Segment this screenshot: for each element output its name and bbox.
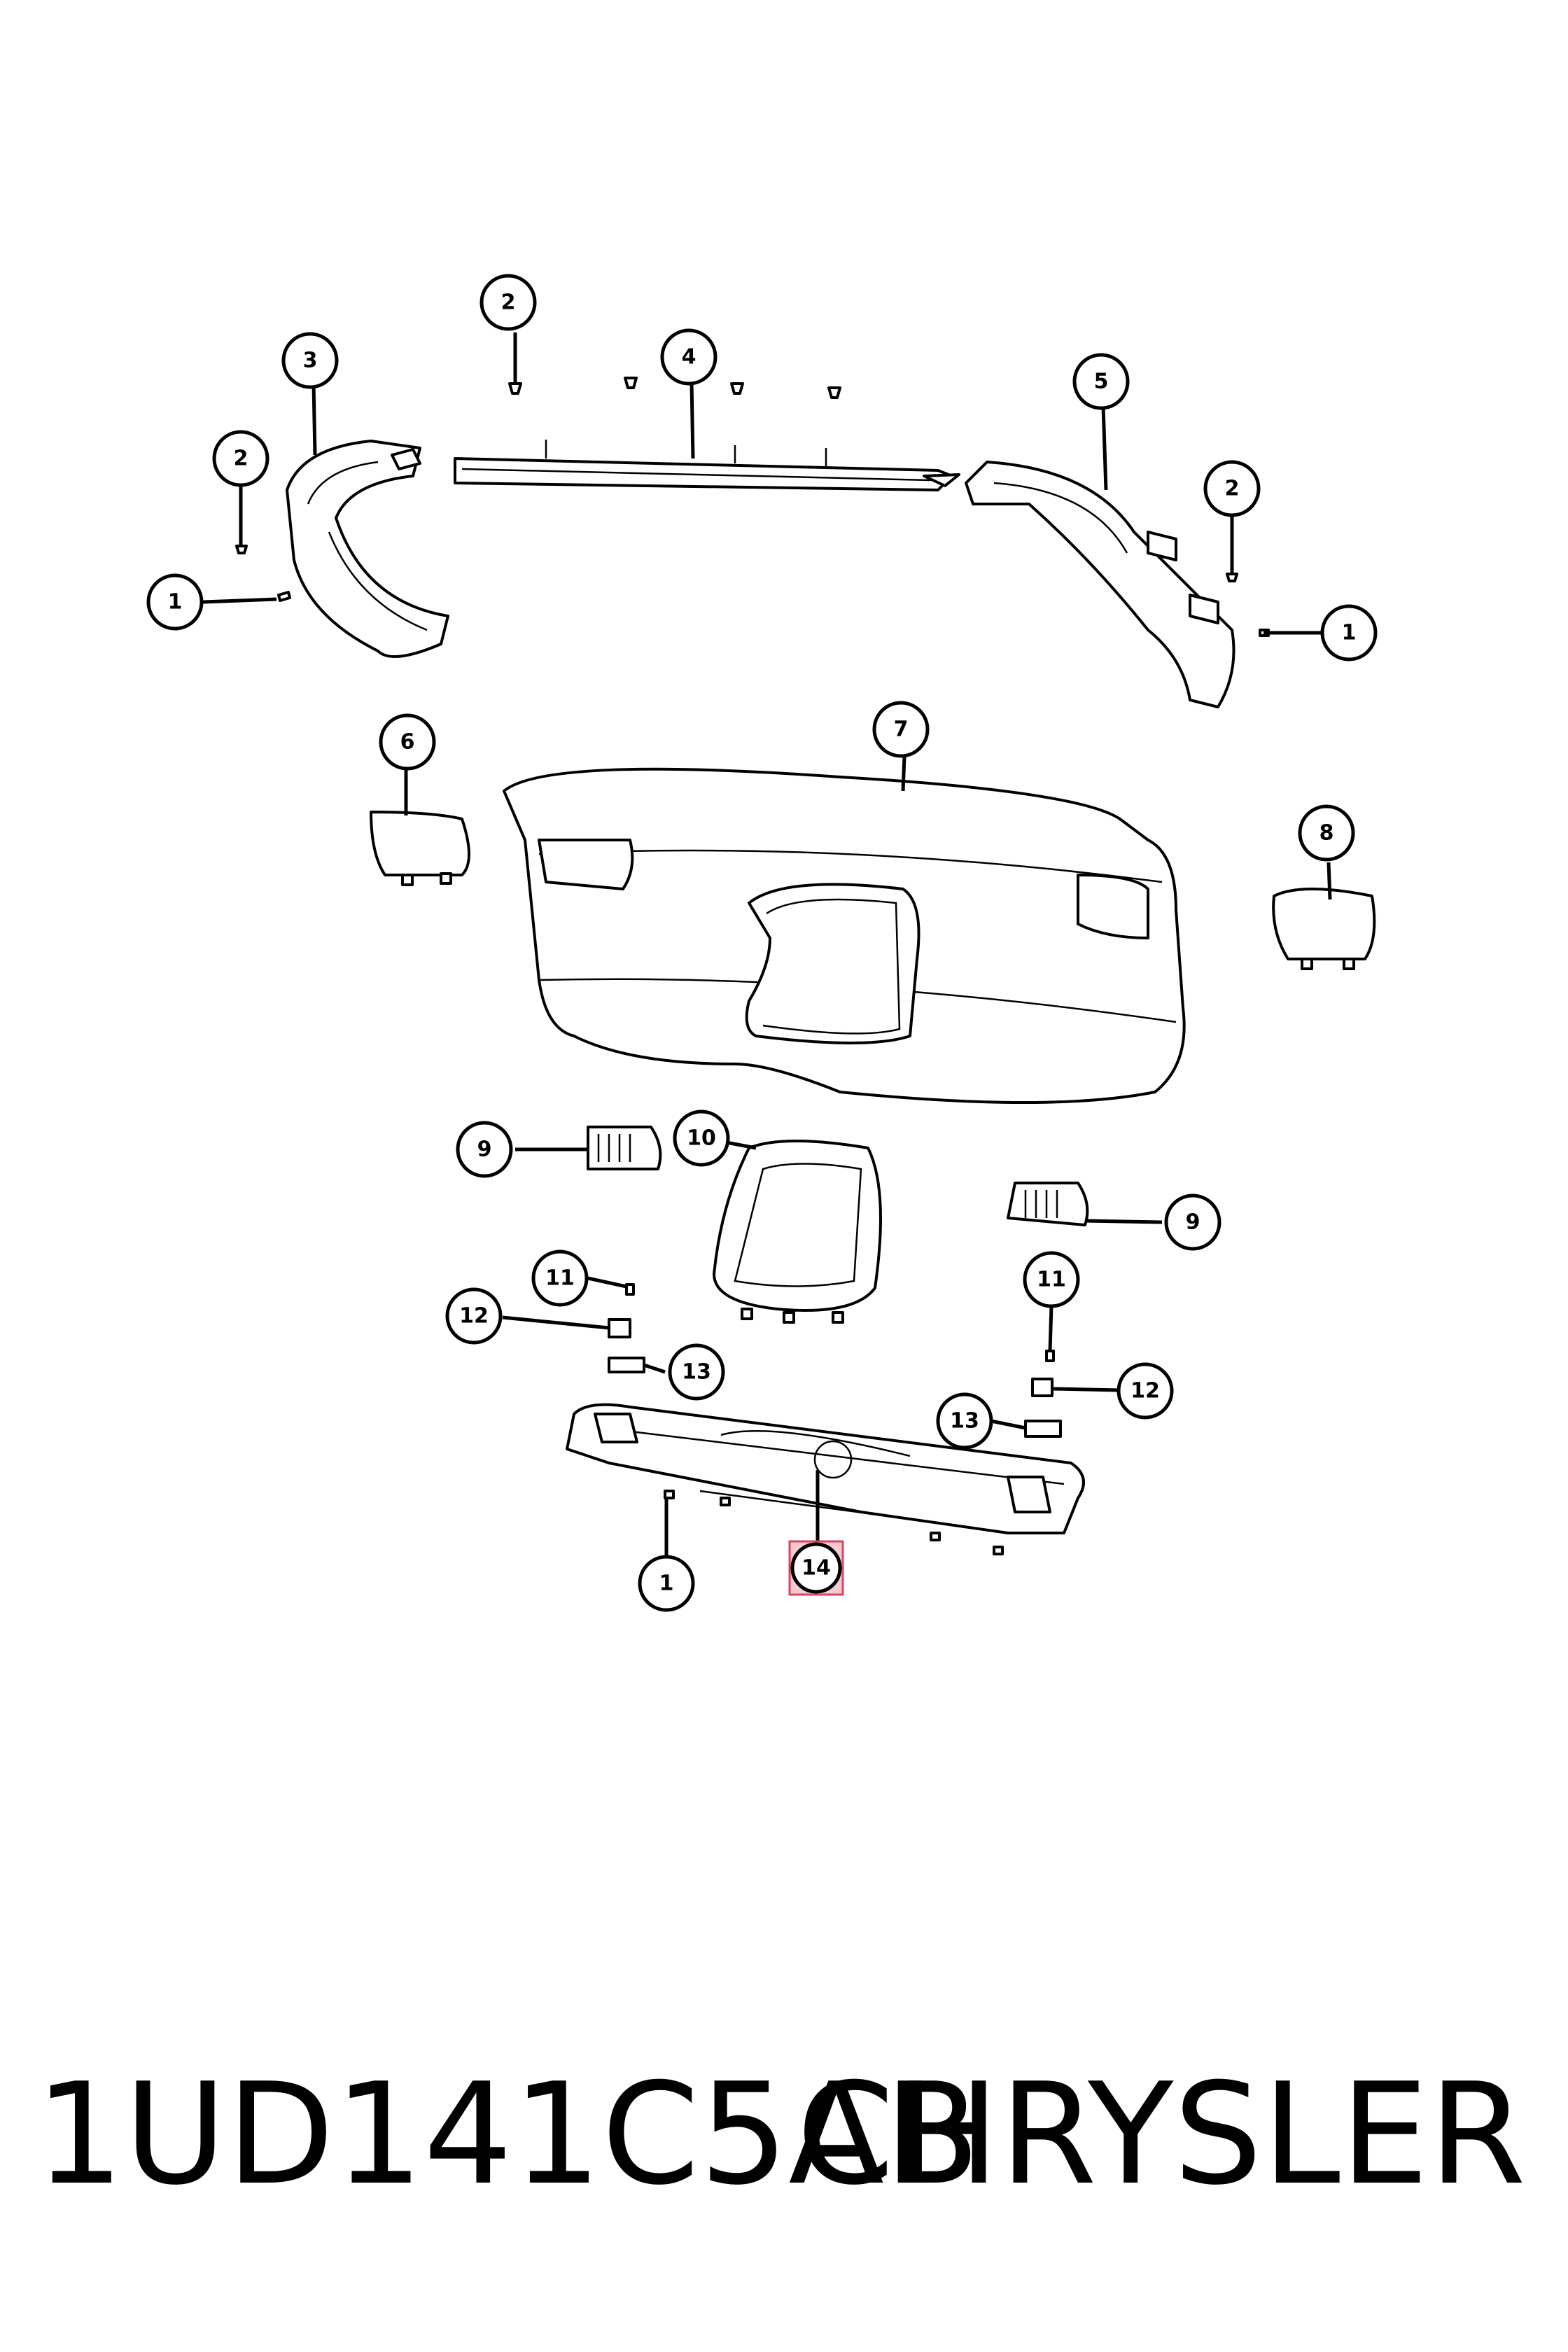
svg-text:7: 7 [894,718,909,742]
callout-13-right: 13 [936,1392,993,1450]
svg-text:5: 5 [1094,370,1109,394]
callout-8: 8 [1298,804,1355,862]
svg-text:1: 1 [168,590,183,615]
callout-1-bottom: 1 [638,1555,695,1612]
callout-12-left: 12 [445,1287,503,1345]
callout-2-right: 2 [1203,460,1261,517]
part-12-clips [608,1318,1054,1397]
svg-text:8: 8 [1320,821,1334,846]
callout-9-left: 9 [456,1121,513,1178]
svg-text:14: 14 [802,1556,831,1581]
svg-text:3: 3 [303,349,318,373]
part-4-header-trim [454,440,960,491]
callout-1-left: 1 [146,573,204,631]
callout-14[interactable]: 14 [788,1540,844,1596]
callout-5: 5 [1072,353,1130,410]
callout-12-right: 12 [1116,1362,1174,1420]
svg-text:9: 9 [477,1138,492,1162]
callout-9-right: 9 [1164,1194,1222,1251]
callout-2-left: 2 [212,430,270,487]
callout-11-left: 11 [531,1250,589,1307]
part-3-left-pillar-trim [286,440,449,658]
part-9-handles [587,1126,1089,1226]
svg-text:2: 2 [501,290,516,315]
callout-7: 7 [872,701,930,758]
svg-text:1: 1 [1342,621,1357,645]
svg-text:13: 13 [682,1360,711,1385]
callout-3: 3 [281,332,339,389]
svg-text:1: 1 [659,1572,674,1596]
part-10-center-cover [713,1140,882,1324]
callout-2-top: 2 [479,274,537,331]
svg-text:4: 4 [682,345,696,370]
part-8-right-lamp-cover [1272,888,1376,970]
svg-text:12: 12 [1130,1379,1160,1404]
leader-lines [202,332,1332,1558]
brand-name: CHRYSLER [796,2053,1526,2216]
footer: 1UD141C5AB CHRYSLER [0,2051,1568,2233]
screw-1-group [277,591,1270,1555]
callout-4: 4 [660,328,718,386]
part-5-right-pillar-trim [965,461,1236,708]
callout-1-right: 1 [1320,604,1378,662]
svg-text:10: 10 [687,1126,716,1151]
svg-text:9: 9 [1186,1210,1200,1235]
part-13-hooks [608,1357,1062,1438]
callout-10: 10 [673,1110,730,1167]
svg-text:12: 12 [459,1304,489,1329]
part-6-left-lamp-cover [370,811,470,886]
svg-text:11: 11 [1037,1268,1066,1292]
clip-2-group [235,377,1238,582]
svg-text:6: 6 [400,730,415,755]
svg-text:2: 2 [234,447,248,471]
callout-13-left: 13 [668,1343,725,1401]
part-7-liftgate-panel [503,767,1186,1104]
part-number: 1UD141C5AB [35,2053,981,2216]
svg-text:2: 2 [1225,477,1240,501]
svg-text:13: 13 [950,1409,979,1434]
part-14-scuff-plate [566,1403,1085,1534]
callout-6: 6 [379,713,436,771]
svg-text:11: 11 [545,1266,575,1291]
callout-11-right: 11 [1023,1251,1080,1308]
